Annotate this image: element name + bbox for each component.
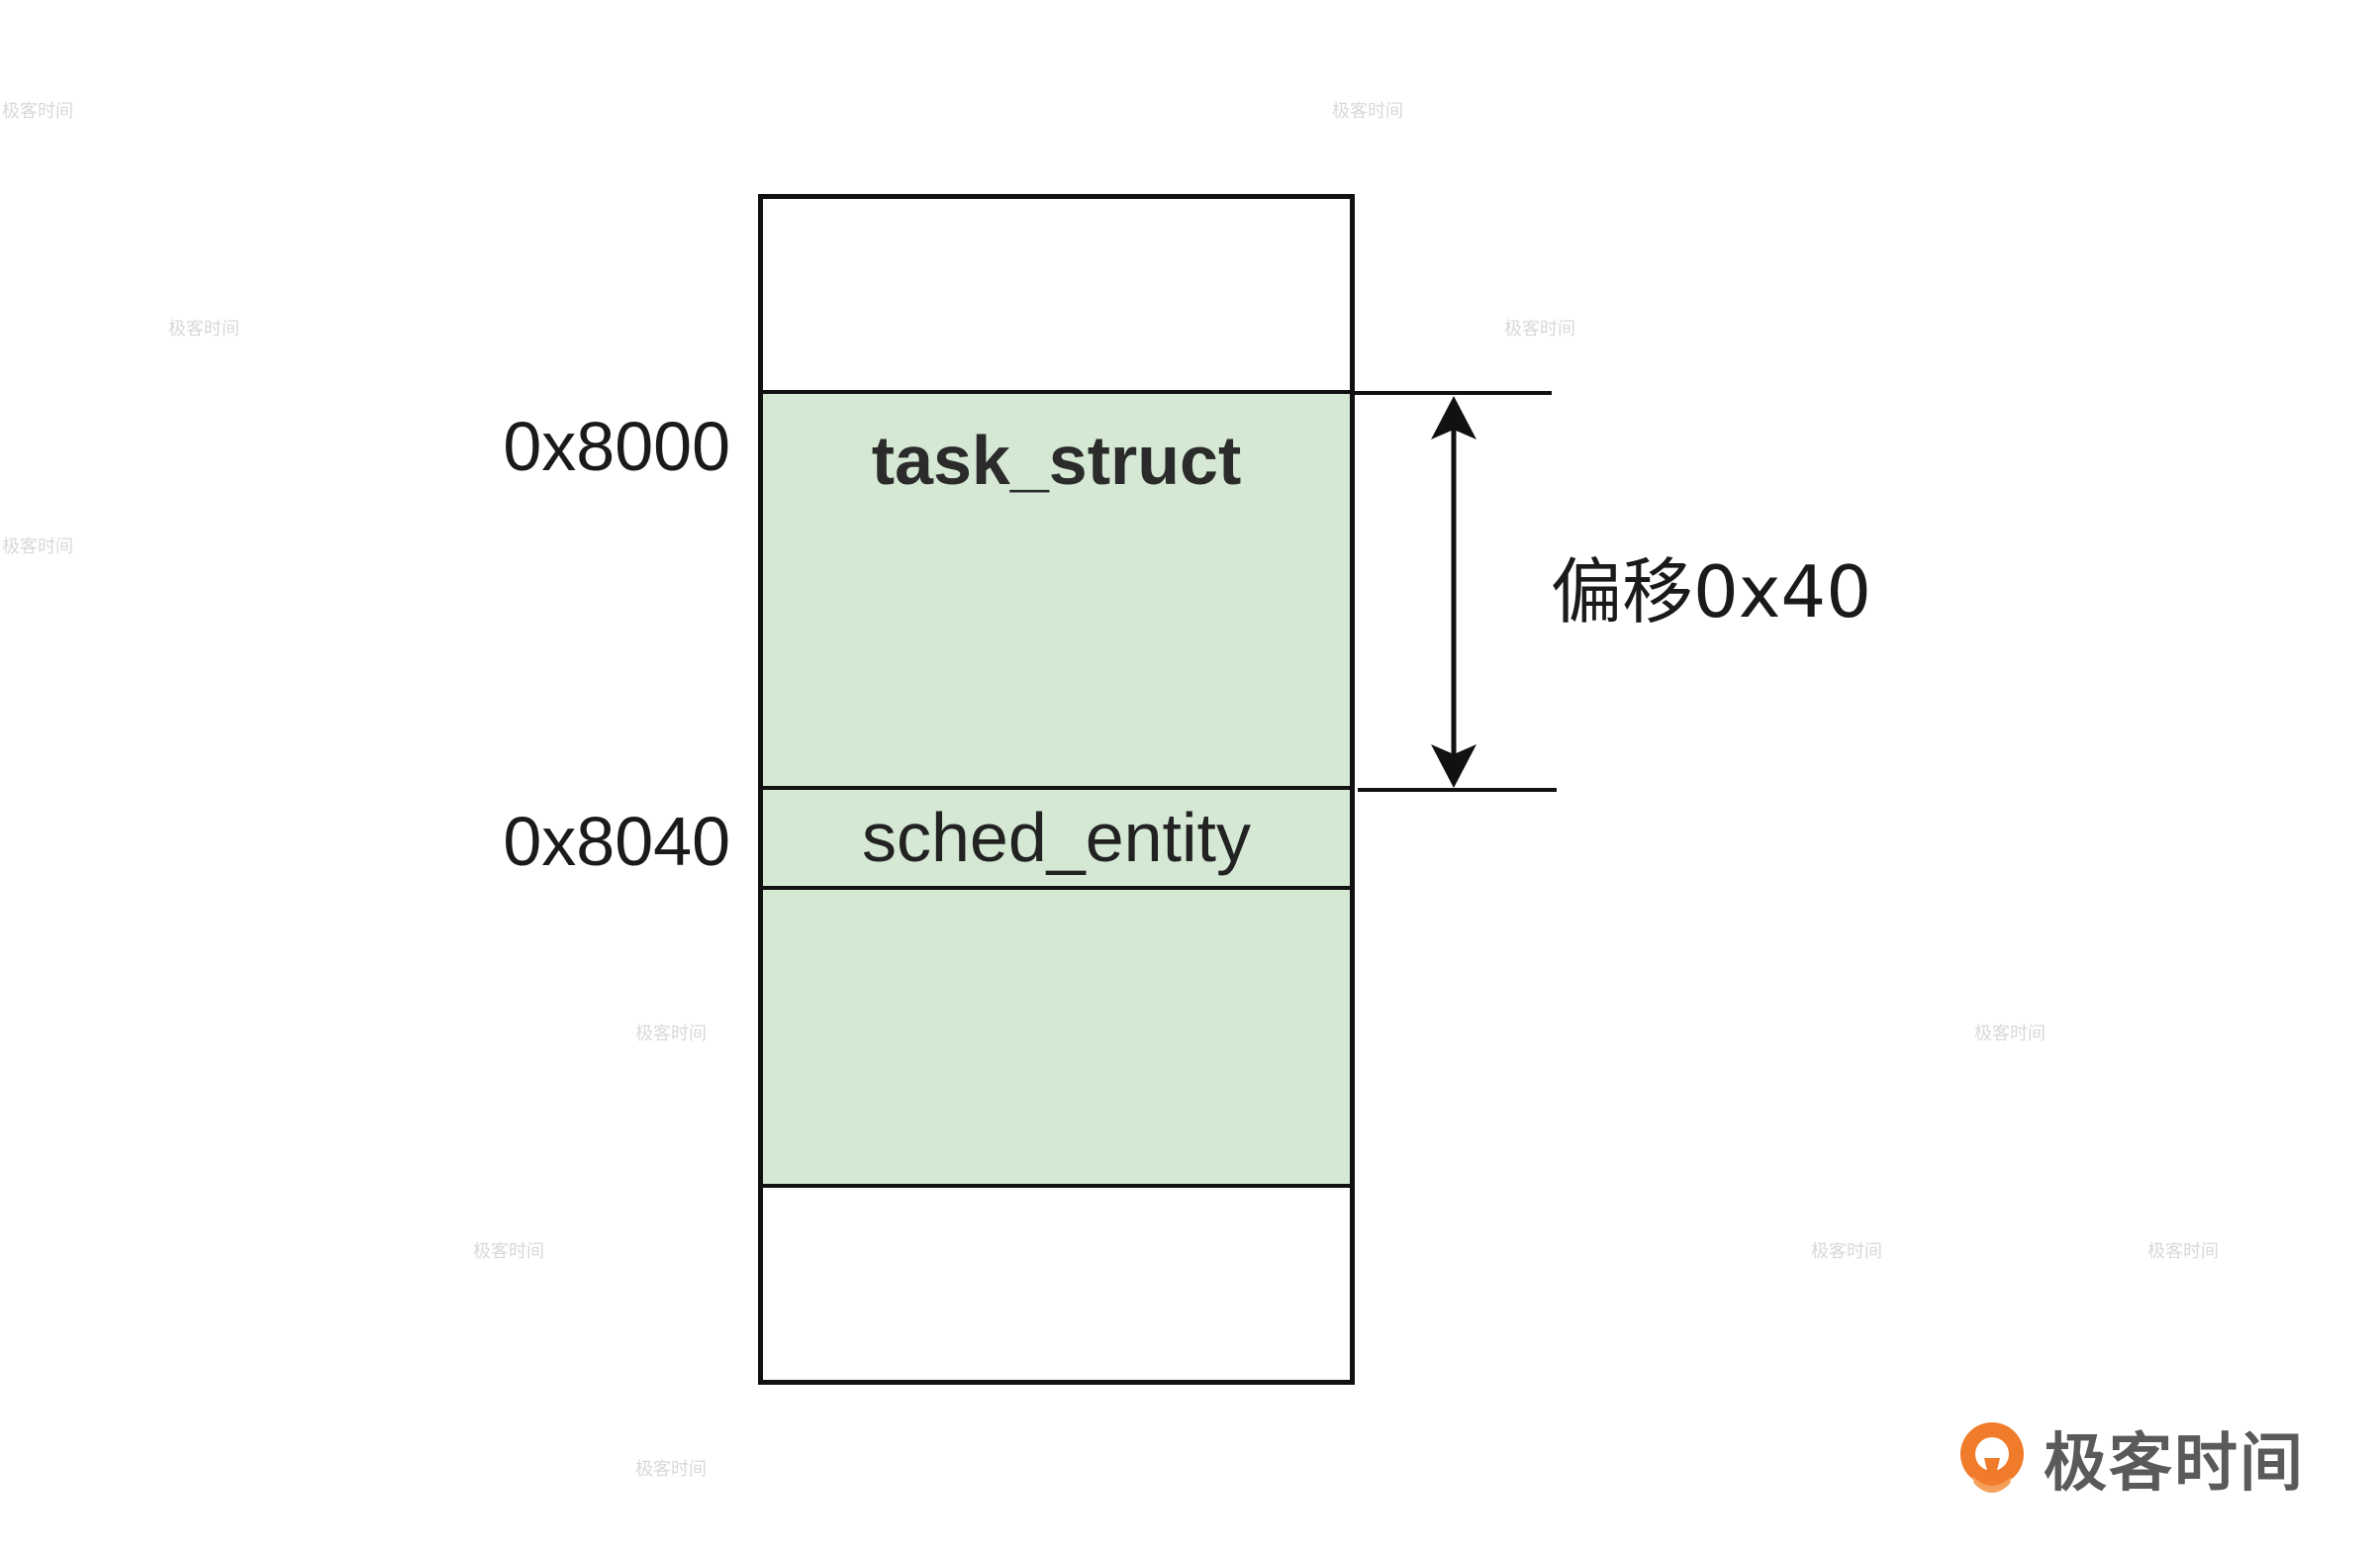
watermark: 极客时间: [1811, 1241, 1882, 1262]
sched-entity-region: [763, 788, 1350, 888]
watermark: 极客时间: [473, 1241, 544, 1262]
watermark: 极客时间: [168, 319, 239, 340]
sched-entity-label: sched_entity: [861, 799, 1252, 876]
geektime-logo-icon: [1960, 1422, 2024, 1493]
offset-label: 偏移0x40: [1551, 550, 1872, 633]
brand-name: 极客时间: [2044, 1427, 2305, 1501]
watermark: 极客时间: [1974, 1023, 2046, 1044]
region-divider-bottom: [763, 1184, 1350, 1188]
watermark: 极客时间: [2, 101, 73, 122]
brand-logo: 极客时间: [1954, 1418, 2305, 1501]
watermark: 极客时间: [1332, 101, 1403, 122]
region-divider-top: [763, 390, 1350, 394]
watermark: 极客时间: [2, 536, 73, 557]
watermark: 极客时间: [1504, 319, 1575, 340]
watermark: 极客时间: [635, 1459, 707, 1480]
watermark: 极客时间: [635, 1023, 707, 1044]
offset-arrow-head-down: [1431, 744, 1476, 788]
watermark: 极客时间: [2147, 1241, 2219, 1262]
offset-arrow-head-up: [1431, 396, 1476, 439]
address-field-label: 0x8040: [503, 803, 730, 880]
task-struct-tail-region: [763, 888, 1350, 1186]
region-divider-sched-bottom: [763, 886, 1350, 890]
region-divider-sched-top: [763, 786, 1350, 790]
address-start-label: 0x8000: [503, 408, 730, 485]
task-struct-region: [763, 392, 1350, 788]
task-struct-label: task_struct: [871, 422, 1242, 499]
